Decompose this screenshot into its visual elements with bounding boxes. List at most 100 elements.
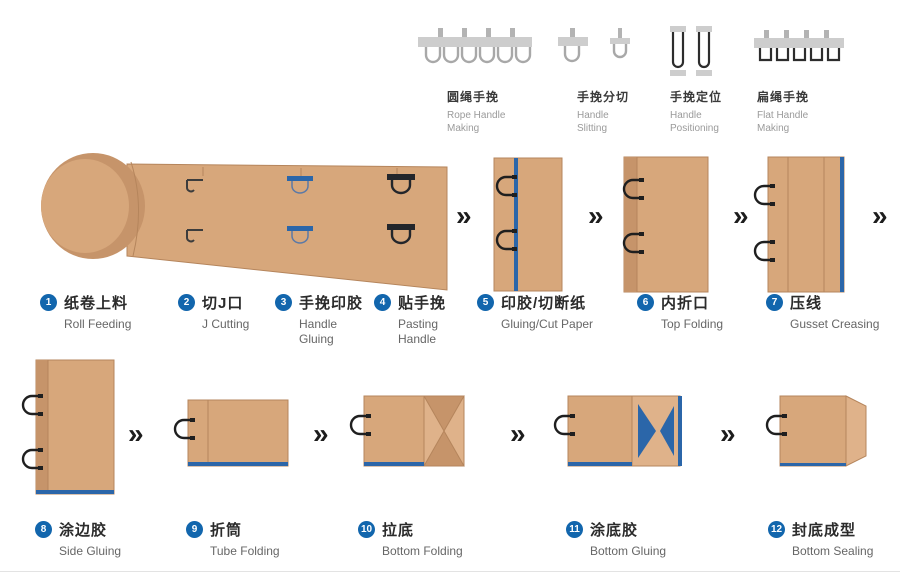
step-label-11: 11 涂底胶 Bottom Gluing [566, 519, 666, 559]
machine-title-en: Handle [670, 110, 702, 121]
step-title-zh: 贴手挽 [398, 295, 447, 312]
machine-label-handle-slitting: 手挽分切 Handle Slitting [577, 88, 669, 135]
step-label-8: 8 涂边胶 Side Gluing [35, 519, 121, 559]
cut-sheet-illustration [493, 157, 563, 292]
machine-title-en: Making [447, 123, 480, 134]
step-title-zh: 印胶/切断纸 [501, 295, 587, 312]
handle-icon [349, 414, 371, 436]
step-title-zh: 涂边胶 [59, 522, 108, 539]
pasted-handle-marks [387, 174, 415, 245]
step-title-zh: 手挽印胶 [299, 295, 364, 312]
machine-title-en: Positioning [670, 123, 719, 134]
step-title-zh: 折筒 [210, 522, 243, 539]
flow-arrow: » [588, 200, 604, 231]
flow-arrow: » [456, 200, 472, 231]
step-number-badge: 12 [768, 521, 785, 538]
step-number-badge: 1 [40, 294, 57, 311]
step-number-badge: 8 [35, 521, 52, 538]
flow-arrow: » [510, 418, 526, 449]
step-number-badge: 4 [374, 294, 391, 311]
step-title-en: Pasting Handle [398, 317, 439, 346]
machine-title-zh: 手挽分切 [577, 90, 630, 104]
step-title-en: Side Gluing [59, 544, 122, 558]
step-title-zh: 纸卷上料 [64, 295, 129, 312]
machine-label-flat-handle: 扁绳手挽 Flat Handle Making [757, 88, 849, 135]
handle-icon [21, 394, 43, 416]
page-bottom-divider [0, 571, 900, 572]
step-title-en: Bottom Gluing [590, 544, 667, 558]
step-label-12: 12 封底成型 Bottom Sealing [768, 519, 873, 559]
step-label-4: 4 贴手挽 Pasting Handle [374, 292, 458, 347]
step-number-badge: 7 [766, 294, 783, 311]
step-number-badge: 5 [477, 294, 494, 311]
gusset-creasing-illustration [753, 156, 845, 293]
step-title-en: Handle Gluing [299, 317, 338, 346]
bottom-gluing-illustration [553, 395, 682, 467]
step-number-badge: 10 [358, 521, 375, 538]
step-title-zh: 拉底 [382, 522, 415, 539]
side-gluing-illustration [21, 359, 115, 495]
machine-title-en: Handle [577, 110, 609, 121]
handle-icon [173, 418, 195, 440]
rope-handle-making-icon [418, 28, 532, 64]
machine-title-en: Slitting [577, 123, 608, 134]
step-title-en: Roll Feeding [64, 317, 132, 331]
handle-icon [753, 240, 775, 262]
top-folding-illustration [622, 156, 709, 293]
handle-positioning-icon [670, 26, 712, 76]
step-number-badge: 3 [275, 294, 292, 311]
handle-icon [495, 229, 517, 251]
machine-label-rope-handle: 圆绳手挽 Rope Handle Making [447, 88, 539, 135]
step-label-7: 7 压线 Gusset Creasing [766, 292, 879, 332]
step-title-zh: 涂底胶 [590, 522, 639, 539]
step-label-1: 1 纸卷上料 Roll Feeding [40, 292, 131, 332]
step-title-zh: 封底成型 [792, 522, 857, 539]
step-title-en: Gusset Creasing [790, 317, 880, 331]
step-number-badge: 9 [186, 521, 203, 538]
handle-icon [553, 414, 575, 436]
step-number-badge: 11 [566, 521, 583, 538]
step-number-badge: 2 [178, 294, 195, 311]
step-label-5: 5 印胶/切断纸 Gluing/Cut Paper [477, 292, 593, 332]
flow-arrow: » [872, 200, 888, 231]
flow-arrow: » [313, 418, 329, 449]
step-label-9: 9 折筒 Tube Folding [186, 519, 280, 559]
step-title-zh: 压线 [790, 295, 823, 312]
flat-handle-making-icon [754, 30, 844, 62]
handle-icon [765, 414, 787, 436]
machine-title-en: Making [757, 123, 790, 134]
step-label-10: 10 拉底 Bottom Folding [358, 519, 463, 559]
machine-title-en: Rope Handle [447, 110, 506, 121]
machine-label-handle-positioning: 手挽定位 Handle Positioning [670, 88, 762, 135]
step-label-2: 2 切J口 J Cutting [178, 292, 249, 332]
handle-icon [495, 175, 517, 197]
step-title-en: J Cutting [202, 317, 250, 331]
machine-title-zh: 扁绳手挽 [757, 90, 810, 104]
flow-arrow: » [720, 418, 736, 449]
handle-icon [622, 232, 644, 254]
bottom-sealing-illustration [765, 395, 867, 467]
step-title-en: Bottom Folding [382, 544, 463, 558]
roll-feeding-web-illustration [41, 153, 448, 291]
handle-icon [753, 184, 775, 206]
step-title-en: Bottom Sealing [792, 544, 874, 558]
handle-slitting-icon [558, 28, 630, 63]
step-label-3: 3 手挽印胶 Handle Gluing [275, 292, 362, 347]
step-title-en: Top Folding [661, 317, 724, 331]
handle-icon [21, 448, 43, 470]
j-cut-marks [186, 179, 203, 243]
step-label-6: 6 内折口 Top Folding [637, 292, 723, 332]
step-title-en: Gluing/Cut Paper [501, 317, 594, 331]
step-title-zh: 内折口 [661, 295, 710, 312]
machine-title-zh: 手挽定位 [670, 90, 723, 104]
flow-arrow: » [128, 418, 144, 449]
glue-print-marks [287, 176, 313, 244]
step-number-badge: 6 [637, 294, 654, 311]
tube-folding-illustration [173, 399, 289, 467]
machine-title-zh: 圆绳手挽 [447, 90, 500, 104]
flow-arrow: » [733, 200, 749, 231]
machine-title-en: Flat Handle [757, 110, 809, 121]
handle-icon [622, 178, 644, 200]
bottom-folding-illustration [349, 395, 465, 467]
